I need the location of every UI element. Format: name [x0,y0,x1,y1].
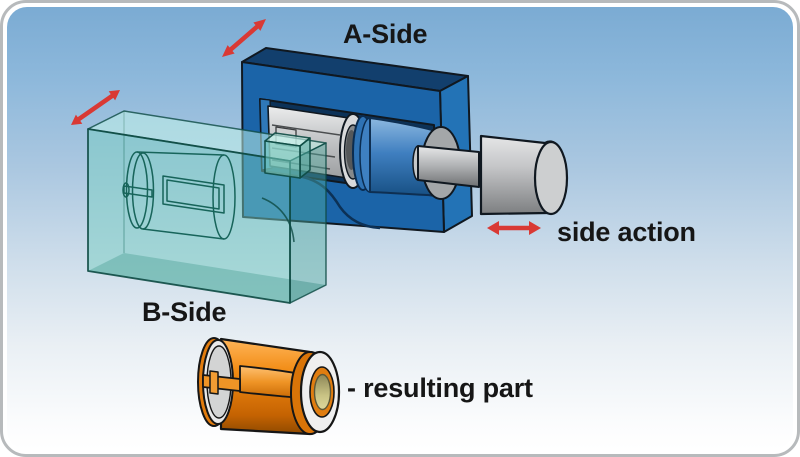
a-side-motion-arrow-icon [222,19,266,57]
b-side-cavity-wireframe [122,151,236,240]
b-side-motion-arrow-icon [71,90,120,125]
b-side-label: B-Side [142,297,227,327]
side-action-label: side action [557,217,696,247]
resulting-part-label: - resulting part [347,373,533,403]
knob-end-face [533,140,569,216]
diagram-canvas [71,19,569,436]
side-action-pin [417,145,480,188]
b-side-groove-curve [261,197,295,243]
side-action-motion-arrow-icon [487,221,541,235]
a-side-label: A-Side [343,19,428,49]
b-side-mold-block [87,110,327,304]
resulting-part [197,337,341,436]
figure-canvas [7,7,793,450]
side-action-actuator [412,134,569,216]
groove-curve [297,174,381,230]
b-side-front-face [87,128,291,304]
b-side-core-boss [264,132,311,179]
part-hole [313,373,332,411]
motion-arrows [71,19,541,235]
part-core-pin-step [209,370,219,395]
